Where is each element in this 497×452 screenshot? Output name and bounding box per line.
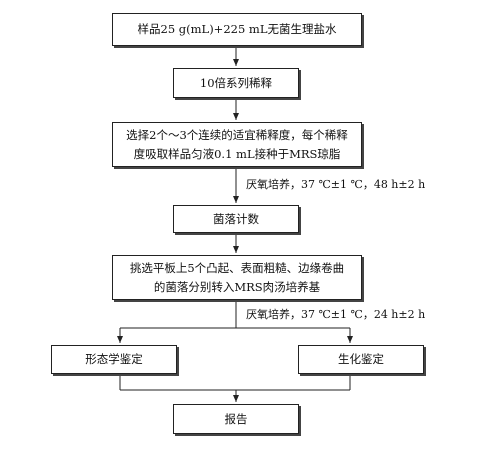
step-select-box: 选择2个～3个连续的适宜稀释度，每个稀释 度吸取样品匀液0.1 mL接种于MRS…	[112, 122, 362, 167]
step-pick-line1: 挑选平板上5个凸起、表面粗糙、边缘卷曲	[129, 260, 345, 275]
step-dilution-box: 10倍系列稀释	[173, 68, 299, 98]
step-report-box: 报告	[173, 404, 299, 434]
step-biochem-box: 生化鉴定	[298, 345, 424, 374]
step-biochem-text: 生化鉴定	[338, 352, 384, 366]
step-count-text: 菌落计数	[213, 211, 259, 226]
incubation-note-1: 厌氧培养，37 ℃±1 ℃，48 h±2 h	[246, 178, 426, 191]
step-select-line2: 度吸取样品匀液0.1 mL接种于MRS琼脂	[133, 146, 341, 161]
step-morphology-text: 形态学鉴定	[85, 352, 143, 366]
step-count-box: 菌落计数	[173, 205, 299, 233]
incubation-note-2: 厌氧培养，37 ℃±1 ℃，24 h±2 h	[246, 308, 426, 321]
step-pick-line2: 的菌落分别转入MRS肉汤培养基	[153, 279, 321, 294]
step-morphology-box: 形态学鉴定	[51, 345, 177, 374]
step-report-text: 报告	[224, 411, 248, 426]
step-sample-box: 样品25 g(mL)+225 mL无菌生理盐水	[112, 13, 362, 46]
step-dilution-text: 10倍系列稀释	[199, 75, 273, 90]
step-pick-box: 挑选平板上5个凸起、表面粗糙、边缘卷曲 的菌落分别转入MRS肉汤培养基	[112, 255, 362, 300]
step-sample-text: 样品25 g(mL)+225 mL无菌生理盐水	[137, 22, 337, 36]
step-select-line1: 选择2个～3个连续的适宜稀释度，每个稀释	[126, 127, 348, 142]
